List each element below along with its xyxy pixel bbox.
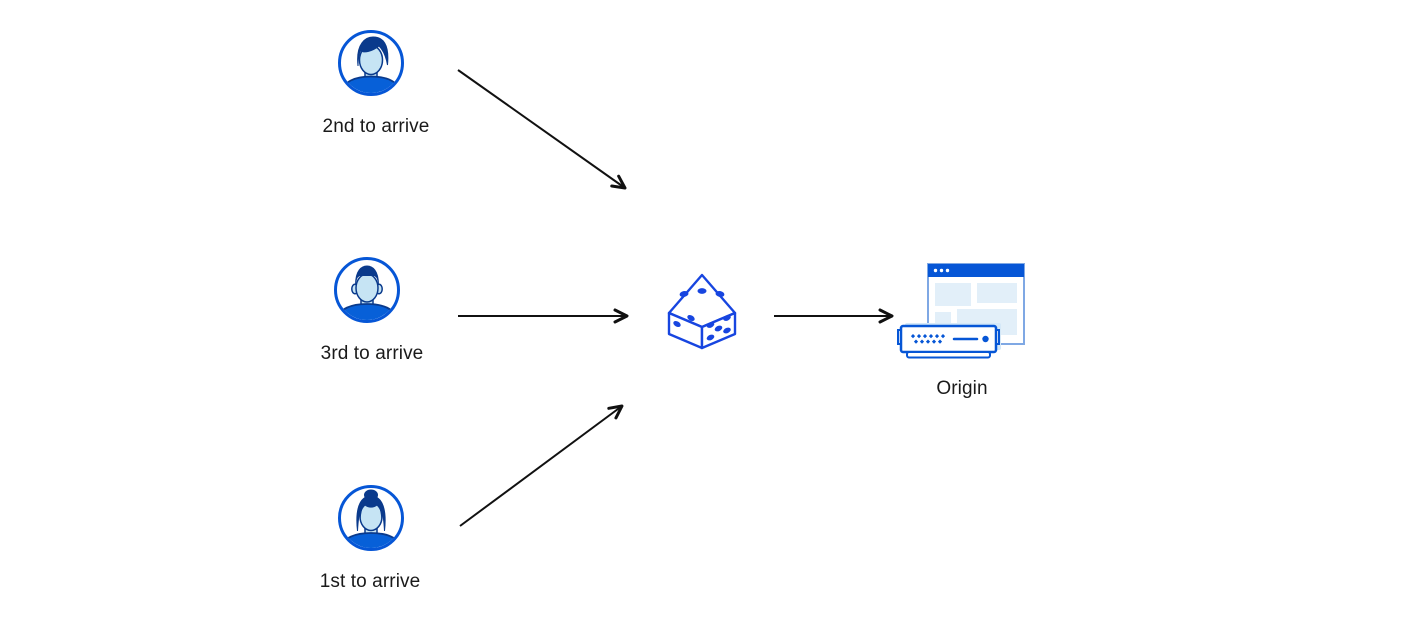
dice-left-pips xyxy=(673,314,695,328)
random-selector-node xyxy=(666,271,738,351)
male-user-flattop-avatar-icon xyxy=(334,257,400,323)
origin-node xyxy=(897,262,1027,362)
dice-right-pips xyxy=(706,315,731,341)
client-node-1st-to-arrive xyxy=(338,485,404,551)
origin-label: Origin xyxy=(936,378,988,399)
origin-server-browser-icon xyxy=(897,263,1025,359)
server-icon xyxy=(897,323,1001,359)
client-label-1st-to-arrive: 1st to arrive xyxy=(319,571,421,592)
arrow-client2-to-dice xyxy=(457,69,627,190)
client-node-3rd-to-arrive xyxy=(334,257,400,323)
dice-top-pips xyxy=(679,288,725,297)
female-user-avatar-icon xyxy=(338,485,404,551)
client-label-2nd-to-arrive: 2nd to arrive xyxy=(322,116,430,137)
arrow-client1-to-dice xyxy=(459,404,624,527)
client-label-3rd-to-arrive: 3rd to arrive xyxy=(320,343,424,364)
male-user-avatar-icon xyxy=(338,30,404,96)
dice-icon xyxy=(667,273,737,350)
client-node-2nd-to-arrive xyxy=(338,30,404,96)
